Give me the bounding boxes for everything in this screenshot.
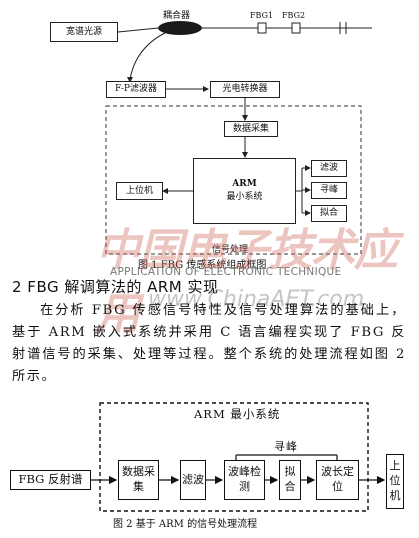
wave-locate-box: 波长定位 xyxy=(316,460,359,500)
coupler-ellipse xyxy=(158,21,202,35)
watermark-en: APPLICATION OF ELECTRONIC TECHNIQUE xyxy=(110,266,342,278)
figure-1-lines xyxy=(105,22,372,255)
fbg1-label: FBG1 xyxy=(250,11,274,20)
fbg-spectrum-box: FBG 反射谱 xyxy=(10,470,91,490)
host-box-2: 上位机 xyxy=(386,454,404,509)
peak-box: 寻峰 xyxy=(311,182,347,199)
source-box: 宽谱光源 xyxy=(50,22,118,42)
arm-title: ARM xyxy=(232,179,257,190)
data-acq-box: 数据采集 xyxy=(224,121,278,137)
watermark-url: www.ChinaAET.com xyxy=(148,287,365,312)
peak-search-label: 寻峰 xyxy=(274,440,298,453)
figure-1-caption: 图 1 FBG 传感系统组成框图 xyxy=(138,260,267,271)
fit-box: 拟合 xyxy=(311,205,347,222)
arm-subtitle: 最小系统 xyxy=(226,192,263,202)
fbg2-label: FBG2 xyxy=(282,11,306,20)
fp-filter-box: F-P滤波器 xyxy=(106,81,166,98)
signal-proc-label: 信号处理 xyxy=(212,245,249,255)
photo-converter-box: 光电转换器 xyxy=(210,81,280,98)
body-paragraph: 在分析 FBG 传感信号特性及信号处理算法的基础上，基于 ARM 嵌入式系统并采… xyxy=(12,303,406,384)
host-box: 上位机 xyxy=(116,182,163,200)
coupler-label: 耦合器 xyxy=(163,11,191,21)
section-heading: 2 FBG 解调算法的 ARM 实现 xyxy=(12,278,219,296)
arm-box: ARM 最小系统 xyxy=(193,158,296,224)
peak-detect-box: 波峰检测 xyxy=(224,460,265,500)
watermark-cn: 中国电子技术应用 xyxy=(96,225,398,340)
data-acq-box-2: 数据采集 xyxy=(118,460,159,500)
filter-box: 滤波 xyxy=(311,160,347,177)
filter-box-2: 滤波 xyxy=(180,460,206,500)
fit-box-2: 拟合 xyxy=(279,460,301,500)
arm-group-title: ARM 最小系统 xyxy=(194,407,281,421)
figure-2-caption: 图 2 基于 ARM 的信号处理流程 xyxy=(113,519,258,530)
